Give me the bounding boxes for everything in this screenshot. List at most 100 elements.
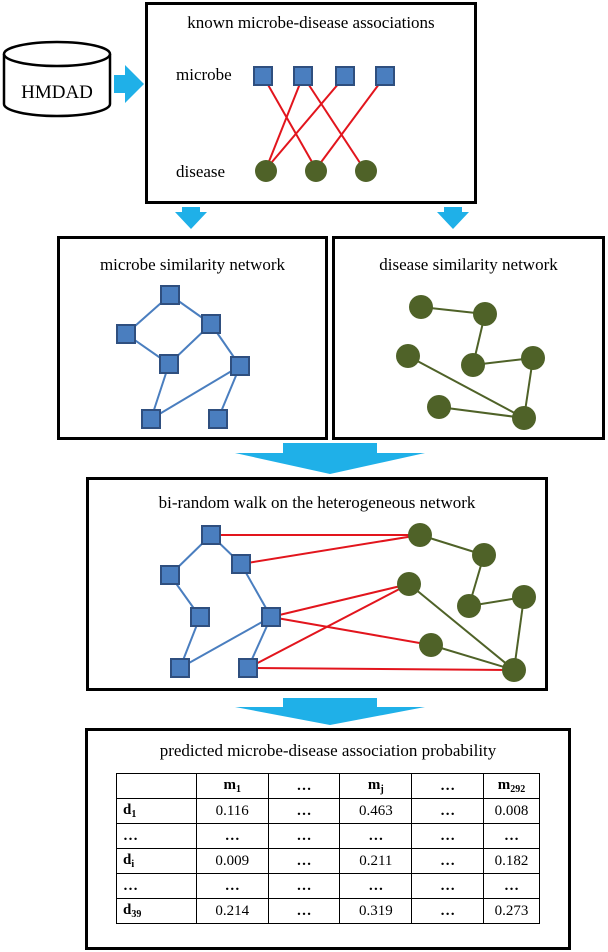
arrow-down-icon	[175, 207, 207, 229]
disease-node	[521, 346, 545, 370]
probability-cell: 0.182	[483, 848, 540, 874]
ellipsis-cell: …	[267, 898, 341, 924]
association-edge	[247, 667, 515, 671]
similarity-edge	[407, 355, 525, 419]
similarity-edge	[513, 596, 525, 671]
ellipsis-cell: …	[483, 823, 540, 849]
box-title: predicted microbe-disease association pr…	[159, 741, 497, 760]
ellipsis-cell: …	[267, 848, 341, 874]
association-edge	[265, 75, 304, 170]
arrow-right-icon	[114, 65, 144, 103]
probability-cell: 0.211	[339, 848, 413, 874]
microbe-node	[261, 607, 281, 627]
microbe-node	[335, 66, 355, 86]
probability-cell: 0.116	[195, 798, 269, 824]
bipartite-graph	[253, 66, 395, 182]
microbe-node	[116, 324, 136, 344]
box-title: known microbe-disease associations	[187, 13, 435, 32]
probability-cell: 0.009	[195, 848, 269, 874]
ellipsis-cell: …	[267, 798, 341, 824]
arrow-down-icon	[235, 698, 425, 725]
box-title: bi-random walk on the heterogeneous netw…	[158, 493, 476, 512]
hmdad-database-icon	[2, 40, 112, 118]
association-edge	[247, 583, 410, 669]
ellipsis-cell: …	[339, 823, 413, 849]
probability-cell: 0.214	[195, 898, 269, 924]
probability-table: m1 … mj … m292 d1 0.116 … 0.463 … 0.008 …	[116, 773, 540, 924]
microbe-node	[238, 658, 258, 678]
microbe-node	[201, 314, 221, 334]
microbe-similarity-box: microbe similarity network	[57, 236, 328, 440]
box-title: microbe similarity network	[99, 255, 286, 274]
box-title: disease similarity network	[379, 255, 558, 274]
similarity-edge	[430, 644, 515, 671]
microbe-node	[160, 285, 180, 305]
ellipsis-cell: …	[267, 823, 341, 849]
ellipsis-cell: …	[411, 898, 485, 924]
header-cell: …	[267, 773, 341, 799]
microbe-node	[170, 658, 190, 678]
probability-cell: 0.008	[483, 798, 540, 824]
disease-similarity-box: disease similarity network	[332, 236, 605, 440]
ellipsis-cell: …	[195, 823, 269, 849]
similarity-edge	[408, 583, 515, 671]
association-edge	[270, 583, 410, 618]
known-associations-box: known microbe-disease associations micro…	[145, 2, 477, 204]
association-edge	[302, 75, 365, 170]
arrow-down-icon	[437, 207, 469, 229]
disease-node	[305, 160, 327, 182]
row-header-cell: d39	[116, 898, 197, 924]
header-cell: …	[411, 773, 485, 799]
bi-random-walk-box: bi-random walk on the heterogeneous netw…	[86, 477, 548, 691]
association-edge	[315, 75, 386, 170]
disease-node	[512, 406, 536, 430]
table-row: d39 0.214 … 0.319 … 0.273	[116, 898, 540, 924]
similarity-edge	[438, 406, 525, 419]
disease-node	[396, 344, 420, 368]
table-row: di 0.009 … 0.211 … 0.182	[116, 848, 540, 874]
similarity-edge	[179, 616, 272, 669]
microbe-node	[231, 554, 251, 574]
disease-node	[255, 160, 277, 182]
ellipsis-cell: …	[411, 798, 485, 824]
microbe-node	[201, 525, 221, 545]
disease-row-label: disease	[176, 162, 226, 181]
row-header-cell: …	[116, 873, 197, 899]
disease-node	[502, 658, 526, 682]
disease-node	[461, 353, 485, 377]
disease-node	[472, 543, 496, 567]
microbe-network	[116, 285, 250, 429]
ellipsis-cell: …	[483, 873, 540, 899]
disease-node	[512, 585, 536, 609]
microbe-row-label: microbe	[176, 65, 232, 84]
ellipsis-cell: …	[195, 873, 269, 899]
association-edge	[265, 75, 346, 170]
probability-cell: 0.273	[483, 898, 540, 924]
table-row: d1 0.116 … 0.463 … 0.008	[116, 798, 540, 824]
disease-network	[396, 295, 545, 430]
table-row: … … … … … …	[116, 873, 540, 899]
association-edge	[262, 75, 317, 170]
ellipsis-cell: …	[411, 823, 485, 849]
disease-node	[408, 523, 432, 547]
microbe-node	[190, 607, 210, 627]
microbe-node	[230, 356, 250, 376]
association-edge	[270, 616, 432, 646]
disease-node	[427, 395, 451, 419]
microbe-node	[208, 409, 228, 429]
heterogeneous-network	[160, 523, 536, 682]
similarity-edge	[150, 365, 241, 420]
microbe-node	[293, 66, 313, 86]
disease-node	[457, 594, 481, 618]
disease-node	[355, 160, 377, 182]
probability-cell: 0.463	[339, 798, 413, 824]
header-cell: m292	[483, 773, 540, 799]
disease-node	[419, 633, 443, 657]
row-header-cell: …	[116, 823, 197, 849]
probability-cell: 0.319	[339, 898, 413, 924]
microbe-node	[159, 354, 179, 374]
disease-node	[397, 572, 421, 596]
ellipsis-cell: …	[411, 873, 485, 899]
ellipsis-cell: …	[339, 873, 413, 899]
